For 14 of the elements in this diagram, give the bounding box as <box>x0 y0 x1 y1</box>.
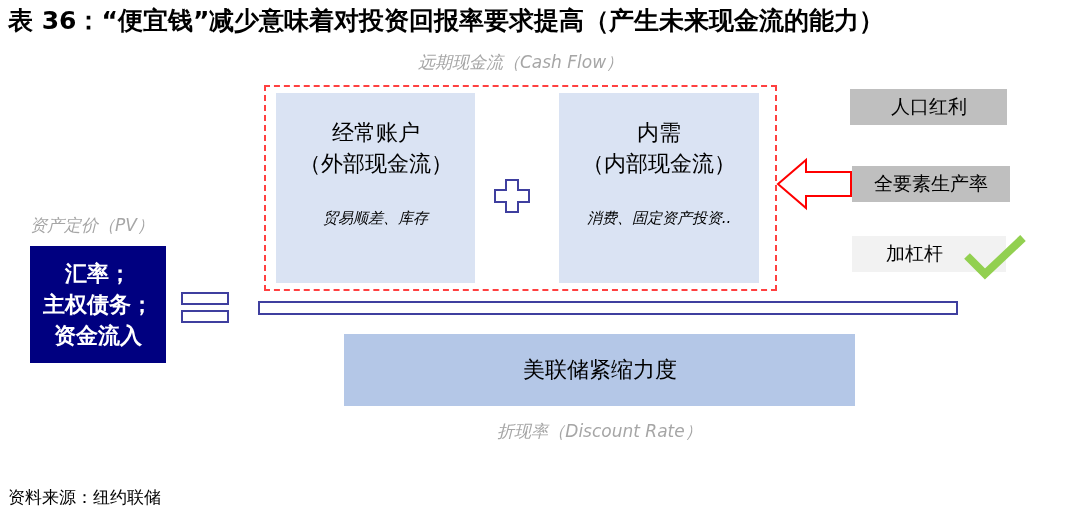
source-note: 资料来源：纽约联储 <box>8 486 161 509</box>
title: 表 36：“便宜钱”减少意味着对投资回报率要求提高（产生未来现金流的能力） <box>8 5 885 37</box>
pricing-box: 汇率；主权债务；资金流入 <box>30 246 166 363</box>
tightening-box: 美联储紧缩力度 <box>344 334 855 406</box>
box-heading: 内需（内部现金流） <box>581 119 737 178</box>
factor-box: 加杠杆 <box>852 236 1006 272</box>
factor-box: 人口红利 <box>850 89 1007 125</box>
box-note: 消费、固定资产投资.. <box>585 209 733 228</box>
factor-box: 全要素生产率 <box>852 166 1010 202</box>
pricing-heading: 资产定价（PV） <box>30 214 154 237</box>
rate-heading: 折现率（Discount Rate） <box>496 420 703 443</box>
box-heading: 经常账户（外部现金流） <box>297 119 454 178</box>
group-heading: 远期现金流（Cash Flow） <box>416 51 625 74</box>
box-note: 贸易顺差、库存 <box>322 209 431 228</box>
